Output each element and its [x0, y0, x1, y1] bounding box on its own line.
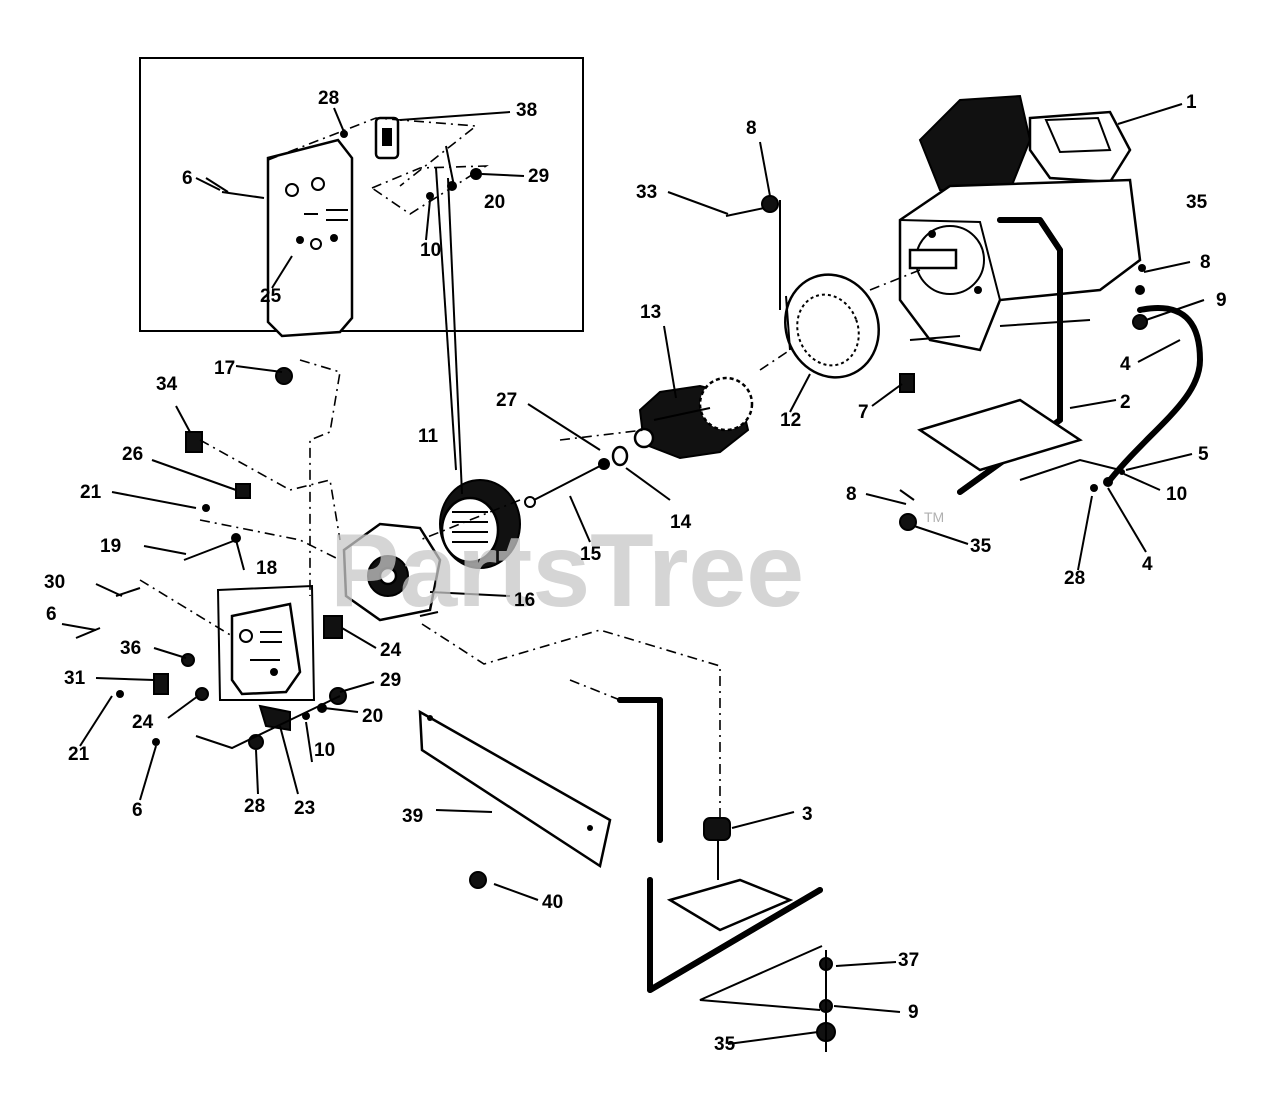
callout-35[interactable]: 35 [1186, 192, 1208, 213]
callout-10[interactable]: 10 [420, 240, 441, 261]
callout-24[interactable]: 24 [132, 712, 154, 733]
callout-28[interactable]: 28 [244, 796, 265, 817]
callout-21[interactable]: 21 [68, 744, 90, 765]
callout-9[interactable]: 9 [1216, 290, 1227, 311]
stator-housing [779, 200, 880, 379]
callout-37[interactable]: 37 [898, 950, 919, 971]
callout-4[interactable]: 4 [1120, 354, 1131, 375]
side-panel [418, 709, 612, 889]
callout-labels: 1 2 3 4 4 5 6 6 6 7 8 8 8 9 9 10 10 10 1… [44, 88, 1227, 1055]
callout-29[interactable]: 29 [528, 166, 549, 187]
callout-35[interactable]: 35 [714, 1034, 736, 1055]
callout-10[interactable]: 10 [314, 740, 335, 761]
callout-28[interactable]: 28 [1064, 568, 1085, 589]
callout-28[interactable]: 28 [318, 88, 339, 109]
rotor-assembly [633, 376, 754, 460]
callout-29[interactable]: 29 [380, 670, 401, 691]
callout-2[interactable]: 2 [1120, 392, 1131, 413]
inset-control-panel [266, 138, 354, 338]
callout-38[interactable]: 38 [516, 100, 537, 121]
callout-4[interactable]: 4 [1142, 554, 1153, 575]
callout-11[interactable]: 11 [418, 426, 439, 447]
callout-6[interactable]: 6 [182, 168, 193, 189]
callout-35[interactable]: 35 [970, 536, 992, 557]
callout-14[interactable]: 14 [670, 512, 692, 533]
watermark: PartsTree [330, 513, 804, 629]
callout-6[interactable]: 6 [46, 604, 57, 625]
callout-20[interactable]: 20 [362, 706, 383, 727]
callout-30[interactable]: 30 [44, 572, 65, 593]
lower-frame [617, 697, 823, 993]
callout-16[interactable]: 16 [514, 590, 535, 611]
callout-21[interactable]: 21 [80, 482, 102, 503]
callout-8[interactable]: 8 [846, 484, 857, 505]
callout-3[interactable]: 3 [802, 804, 813, 825]
callout-5[interactable]: 5 [1198, 444, 1209, 465]
callout-39[interactable]: 39 [402, 806, 423, 827]
callout-8[interactable]: 8 [746, 118, 757, 139]
callout-6[interactable]: 6 [132, 800, 143, 821]
callout-8[interactable]: 8 [1200, 252, 1211, 273]
callout-17[interactable]: 17 [214, 358, 235, 379]
front-control-panel [153, 584, 343, 732]
callout-34[interactable]: 34 [156, 374, 178, 395]
callout-24[interactable]: 24 [380, 640, 402, 661]
explode-lines [139, 202, 1121, 1011]
engine-assembly [898, 94, 1203, 495]
callout-23[interactable]: 23 [294, 798, 315, 819]
callout-leaders [61, 103, 1205, 1045]
callout-19[interactable]: 19 [100, 536, 121, 557]
callout-1[interactable]: 1 [1186, 92, 1197, 113]
callout-13[interactable]: 13 [640, 302, 661, 323]
callout-9[interactable]: 9 [908, 1002, 919, 1023]
callout-12[interactable]: 12 [780, 410, 801, 431]
through-bolt [524, 445, 629, 508]
callout-7[interactable]: 7 [858, 402, 869, 423]
callout-15[interactable]: 15 [580, 544, 602, 565]
rear-housing [342, 522, 442, 622]
callout-27[interactable]: 27 [496, 390, 517, 411]
callout-33[interactable]: 33 [636, 182, 657, 203]
watermark-trademark: TM [924, 509, 944, 525]
callout-31[interactable]: 31 [64, 668, 86, 689]
callout-40[interactable]: 40 [542, 892, 563, 913]
callout-10[interactable]: 10 [1166, 484, 1187, 505]
callout-26[interactable]: 26 [122, 444, 143, 465]
hardware [75, 195, 1148, 1052]
callout-18[interactable]: 18 [256, 558, 277, 579]
callout-36[interactable]: 36 [120, 638, 141, 659]
callout-25[interactable]: 25 [260, 286, 282, 307]
crankshaft [908, 248, 958, 270]
callout-20[interactable]: 20 [484, 192, 505, 213]
